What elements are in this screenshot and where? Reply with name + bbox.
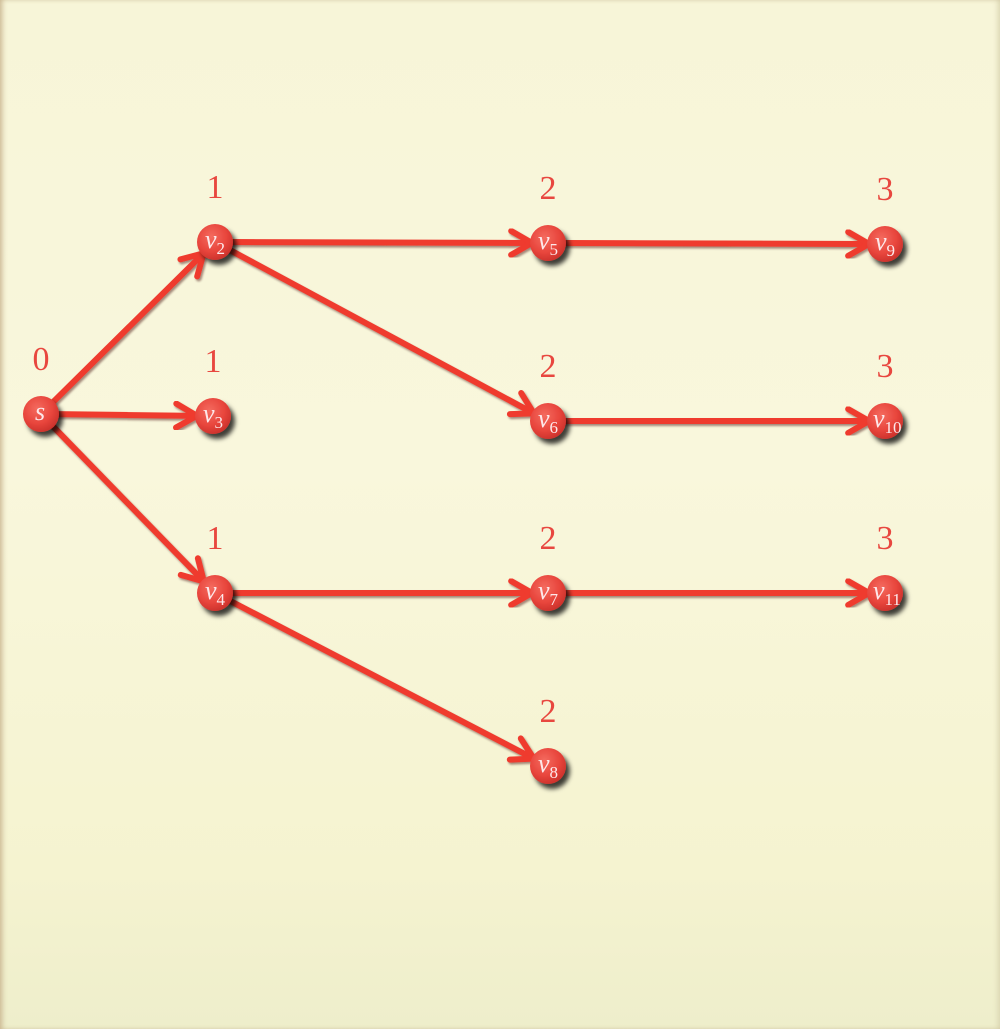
node-circle [197,224,233,260]
node-label: v10 [873,404,902,437]
node-subscript: 6 [550,418,559,437]
node-label: v11 [873,576,901,609]
edge-v2-v6 [226,246,537,418]
edge-s-v2 [49,250,207,406]
node-name: v [538,749,550,778]
edge-v7-v11 [561,578,872,608]
node-v3: v3 1 [195,343,231,434]
edge-v2-v5 [227,227,536,258]
node-subscript: 7 [550,590,559,609]
edges-layer [49,227,873,763]
node-label: v5 [538,226,558,259]
edge-v4-v8 [226,597,537,763]
level-label: 0 [33,341,50,378]
node-circle [197,575,233,611]
node-v4: v4 1 [197,520,233,611]
edge-line [49,422,207,585]
node-circle [195,398,231,434]
node-subscript: 8 [550,763,559,782]
node-circle [867,226,903,262]
edge-s-v3 [53,400,201,431]
edge-v4-v7 [228,578,535,608]
level-label: 2 [540,693,557,730]
node-label: v8 [538,749,558,782]
level-label: 3 [877,171,894,208]
level-label: 2 [540,348,557,385]
edge-line [227,239,536,246]
node-v6: v6 2 [530,348,566,439]
level-label: 1 [207,169,224,206]
edge-line [53,411,201,419]
node-name: v [538,576,550,605]
node-name: v [875,227,887,256]
node-label: v7 [538,576,559,609]
node-v5: v5 2 [530,170,566,261]
node-subscript: 5 [550,240,559,259]
level-label: 3 [877,520,894,557]
node-name: v [203,399,215,428]
level-label: 2 [540,520,557,557]
node-circle [530,748,566,784]
node-subscript: 9 [887,241,896,260]
node-circle [867,575,903,611]
node-subscript: 10 [885,418,902,437]
edge-v5-v9 [560,228,873,259]
node-label: s [35,397,45,426]
level-label: 3 [877,348,894,385]
node-name: v [538,226,550,255]
node-label: v4 [205,576,226,609]
edge-line [49,250,207,406]
edge-line [226,597,537,762]
edge-s-v4 [49,422,207,585]
node-v2: v2 1 [197,169,233,260]
node-name: v [205,576,217,605]
node-subscript: 3 [215,413,224,432]
node-circle [867,403,903,439]
node-circle [530,575,566,611]
node-name: v [873,576,885,605]
node-label: v9 [875,227,895,260]
node-subscript: 4 [217,590,226,609]
node-v10: v10 3 [867,348,903,439]
node-name: v [205,225,217,254]
node-v7: v7 2 [530,520,566,611]
level-label: 2 [540,170,557,207]
node-s: s0 [23,341,59,432]
edge-v6-v10 [561,406,872,436]
node-name: v [873,404,885,433]
level-label: 1 [207,520,224,557]
node-name: s [35,397,45,426]
edge-line [560,240,873,247]
node-subscript: 11 [885,590,901,609]
node-v8: v8 2 [530,693,566,784]
edge-line [226,246,537,417]
node-v9: v9 3 [867,171,903,262]
node-circle [530,403,566,439]
node-subscript: 2 [217,239,226,258]
level-label: 1 [205,343,222,380]
node-label: v3 [203,399,223,432]
node-name: v [538,404,550,433]
node-label: v2 [205,225,225,258]
node-circle [23,396,59,432]
node-circle [530,225,566,261]
node-label: v6 [538,404,558,437]
node-v11: v11 3 [867,520,903,611]
